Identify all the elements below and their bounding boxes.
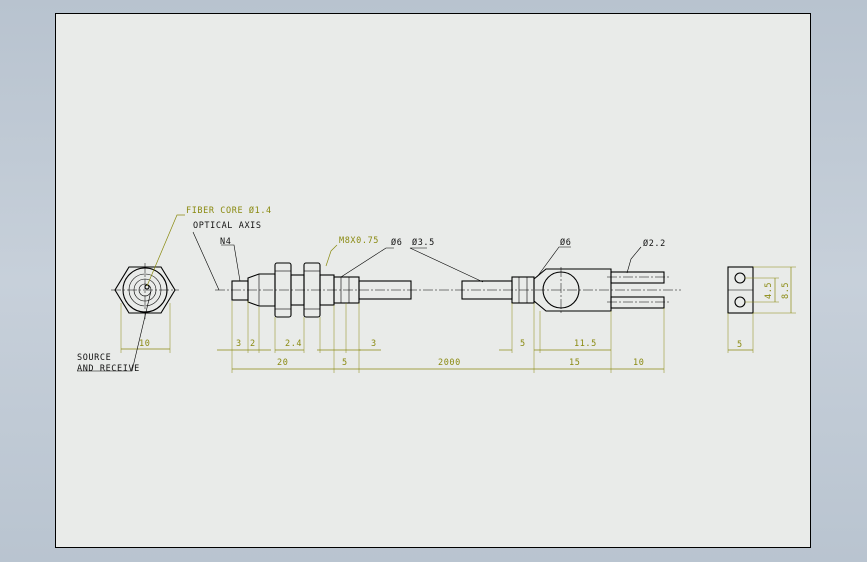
dim-3: 3	[236, 339, 242, 349]
dim-2000: 2000	[438, 358, 461, 368]
output-fiber-bottom	[610, 296, 665, 309]
dim-side-8-5: 8.5	[781, 282, 791, 299]
side-view	[215, 262, 681, 318]
dim-5b: 5	[520, 339, 526, 349]
label-source: SOURCE	[77, 353, 111, 363]
dimensions-main	[217, 301, 665, 373]
technical-drawing: 10 FIBER CORE Ø1.4 SOURCE AND RECEIVE	[77, 205, 796, 374]
dim-2-4: 2.4	[285, 339, 302, 349]
label-n4: N4	[220, 237, 231, 247]
dim-end-width: 10	[139, 339, 150, 349]
label-dia3-5: Ø3.5	[412, 237, 435, 248]
dim-20: 20	[277, 358, 288, 368]
dim-2: 2	[250, 339, 256, 349]
leaders-end-view	[77, 214, 185, 372]
end-view: 10	[111, 263, 179, 353]
fiber-hole-top	[734, 272, 746, 284]
dim-15: 15	[569, 358, 580, 368]
dim-side-4-5: 4.5	[764, 282, 774, 299]
leaders-main	[192, 231, 642, 291]
label-and-receive: AND RECEIVE	[77, 364, 140, 374]
label-fiber-core: FIBER CORE Ø1.4	[186, 205, 272, 216]
cable-left	[358, 280, 412, 300]
label-dia6-left: Ø6	[391, 237, 402, 248]
drawing-sheet: 10 FIBER CORE Ø1.4 SOURCE AND RECEIVE	[55, 13, 811, 548]
label-optical-axis: OPTICAL AXIS	[193, 221, 262, 231]
right-view	[727, 266, 796, 353]
label-dia2-2: Ø2.2	[643, 238, 666, 249]
dim-3b: 3	[371, 339, 377, 349]
dim-5: 5	[342, 358, 348, 368]
dim-side-5: 5	[737, 340, 743, 350]
dim-11-5: 11.5	[574, 339, 597, 349]
dim-10: 10	[633, 358, 644, 368]
output-fiber-top	[610, 271, 665, 284]
label-thread: M8X0.75	[339, 236, 379, 246]
fiber-hole-bottom	[734, 296, 746, 308]
label-dia6-right: Ø6	[560, 237, 571, 248]
sensor-tip	[231, 280, 249, 301]
